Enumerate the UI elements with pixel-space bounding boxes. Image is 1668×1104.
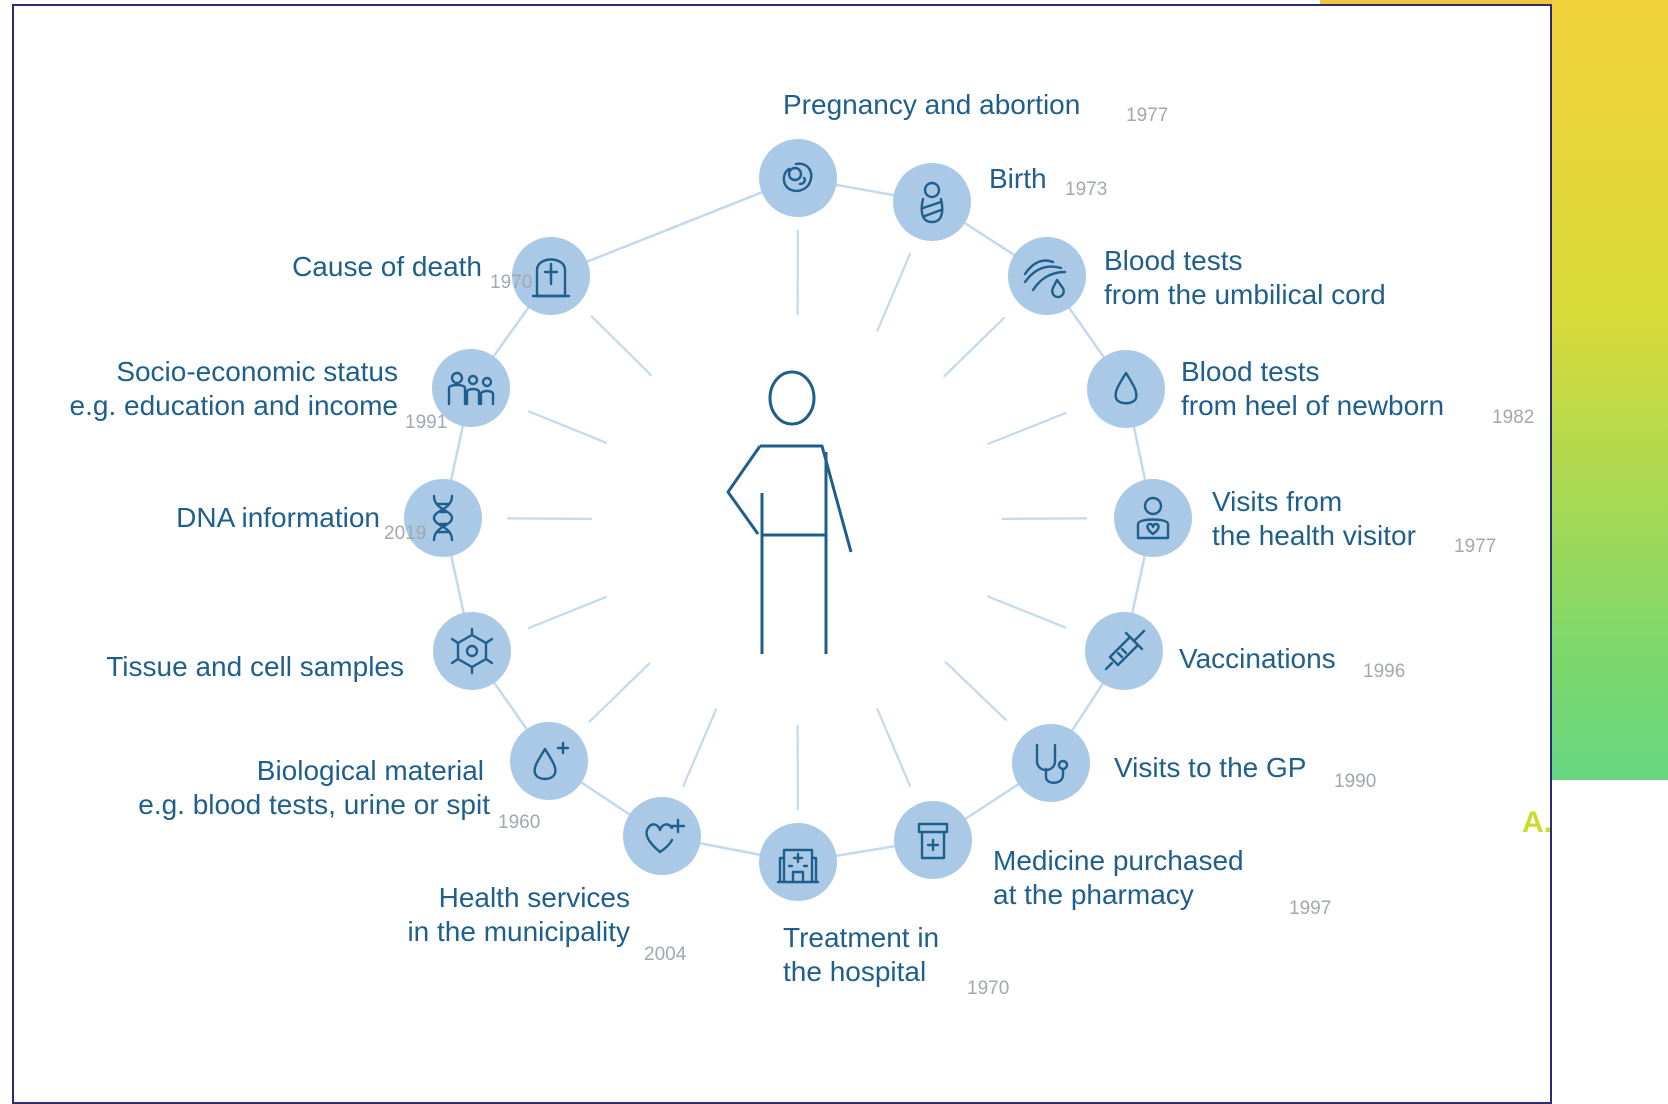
year-vaccinations: 1996 — [1363, 661, 1405, 682]
label-umbilical-line-1: Blood tests — [1104, 245, 1243, 276]
label-heel-line-1: Blood tests — [1181, 356, 1320, 387]
label-pharmacy-line-2: at the pharmacy — [993, 879, 1194, 910]
node-circle — [1012, 724, 1090, 802]
node-gp: Visits to the GP 1990 — [1012, 724, 1376, 802]
label-heel-line-2: from heel of newborn — [1181, 390, 1444, 421]
label-biological-line-1: Biological material — [257, 755, 484, 786]
node-circle — [404, 479, 482, 557]
label-pharmacy-line-1: Medicine purchased — [993, 845, 1244, 876]
label-dna-line-1: DNA information — [176, 502, 380, 533]
label-biological-line-2: e.g. blood tests, urine or spit — [138, 789, 490, 820]
label-tissue-line-1: Tissue and cell samples — [106, 651, 404, 682]
year-birth: 1973 — [1065, 179, 1107, 200]
spoke-tissue — [528, 597, 607, 629]
year-pharmacy: 1997 — [1289, 898, 1331, 919]
label-municipality-line-2: in the municipality — [407, 916, 630, 947]
label-birth-line-1: Birth — [989, 163, 1047, 194]
spoke-heel — [987, 413, 1066, 444]
label-socio-line-1: Socio-economic status — [116, 356, 398, 387]
year-municipality: 2004 — [644, 944, 687, 965]
label-pregnancy-line-1: Pregnancy and abortion — [783, 89, 1080, 120]
label-hospital-line-1: Treatment in — [783, 922, 939, 953]
year-gp: 1990 — [1334, 771, 1376, 792]
node-circle — [623, 797, 701, 875]
node-circle — [893, 163, 971, 241]
person-figure — [728, 372, 851, 654]
spoke-socio — [528, 411, 607, 443]
spoke-vaccinations — [987, 596, 1066, 628]
node-circle — [510, 722, 588, 800]
label-hospital-line-2: the hospital — [783, 956, 926, 987]
node-birth: Birth 1973 — [893, 163, 1107, 241]
year-heel: 1982 — [1492, 407, 1534, 428]
label-vaccinations-line-1: Vaccinations — [1179, 643, 1336, 674]
node-circle — [1087, 350, 1165, 428]
year-pregnancy: 1977 — [1126, 105, 1168, 126]
spoke-pharmacy — [877, 709, 910, 787]
spoke-municipality — [683, 709, 716, 787]
label-gp-line-1: Visits to the GP — [1114, 752, 1306, 783]
label-death-line-1: Cause of death — [292, 251, 482, 282]
node-death: Cause of death 1970 — [292, 237, 590, 315]
year-dna: 2019 — [384, 523, 426, 544]
label-umbilical-line-2: from the umbilical cord — [1104, 279, 1386, 310]
spoke-gp — [945, 662, 1006, 721]
spoke-biological — [589, 663, 650, 722]
label-health-visitor-line-1: Visits from — [1212, 486, 1342, 517]
spoke-umbilical — [944, 317, 1005, 376]
year-death: 1970 — [490, 272, 532, 293]
node-circle — [433, 612, 511, 690]
spoke-birth — [877, 253, 910, 331]
year-hospital: 1970 — [967, 978, 1009, 999]
year-health-visitor: 1977 — [1454, 536, 1496, 557]
year-biological: 1960 — [498, 812, 540, 833]
spoke-death — [591, 316, 651, 376]
label-health-visitor-line-2: the health visitor — [1212, 520, 1416, 551]
node-vaccinations: Vaccinations 1996 — [1085, 612, 1405, 690]
node-tissue: Tissue and cell samples — [106, 612, 511, 690]
label-socio-line-2: e.g. education and income — [70, 390, 398, 421]
year-socio: 1991 — [405, 412, 447, 433]
spokes — [507, 230, 1087, 810]
side-band-white-area — [1552, 780, 1668, 1077]
label-municipality-line-1: Health services — [439, 882, 630, 913]
node-circle — [1114, 479, 1192, 557]
